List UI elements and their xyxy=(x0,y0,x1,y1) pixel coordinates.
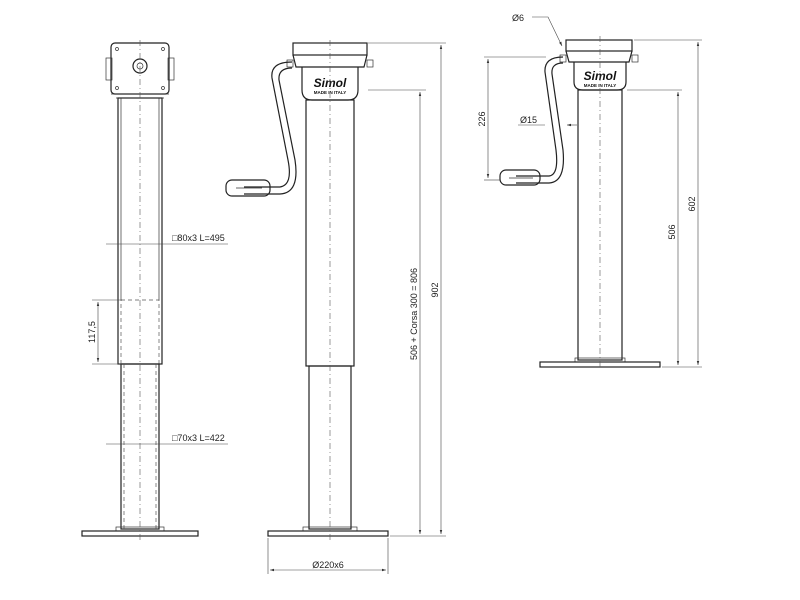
side-view-extended: Simol MADE IN ITALY xyxy=(225,40,446,574)
front-bolt-tl xyxy=(115,47,119,51)
closed-crank-arm xyxy=(516,56,564,177)
outer-tube-label: □80x3 L=495 xyxy=(172,233,225,243)
overlap-dimension: 117,5 xyxy=(87,321,97,343)
front-bolt-tr xyxy=(161,47,165,51)
pin-leader xyxy=(532,16,563,47)
handle-diameter-label: Ø15 xyxy=(520,115,537,125)
closed-crank-grip xyxy=(499,169,541,186)
handle-height-dimension: 226 xyxy=(477,111,487,126)
stroke-dimension: 506 + Corsa 300 = 806 xyxy=(409,268,419,360)
front-inner-tube xyxy=(120,363,160,530)
closed-head-top xyxy=(565,39,633,52)
front-view xyxy=(81,40,228,540)
front-bolt-bl xyxy=(115,86,119,90)
side-logo: Simol xyxy=(314,76,347,90)
closed-logo: Simol xyxy=(584,69,617,83)
closed-height-dimension: 506 xyxy=(667,224,677,239)
side-foot-plate xyxy=(267,530,389,537)
front-head-ear-left xyxy=(105,57,113,81)
overall-closed-dimension: 602 xyxy=(687,196,697,211)
pin-diameter-label: Ø6 xyxy=(512,13,524,23)
inner-tube-label: □70x3 L=422 xyxy=(172,433,225,443)
side-view-closed: Simol MADE IN ITALY xyxy=(484,16,702,370)
front-head-ear-right xyxy=(167,57,175,81)
side-crank-grip xyxy=(225,179,271,197)
front-bolt-br xyxy=(161,86,165,90)
closed-logo-origin: MADE IN ITALY xyxy=(584,83,617,88)
side-crank-arm xyxy=(244,61,293,188)
total-height-dimension: 902 xyxy=(430,282,440,297)
base-dimension: Ø220x6 xyxy=(312,560,344,570)
